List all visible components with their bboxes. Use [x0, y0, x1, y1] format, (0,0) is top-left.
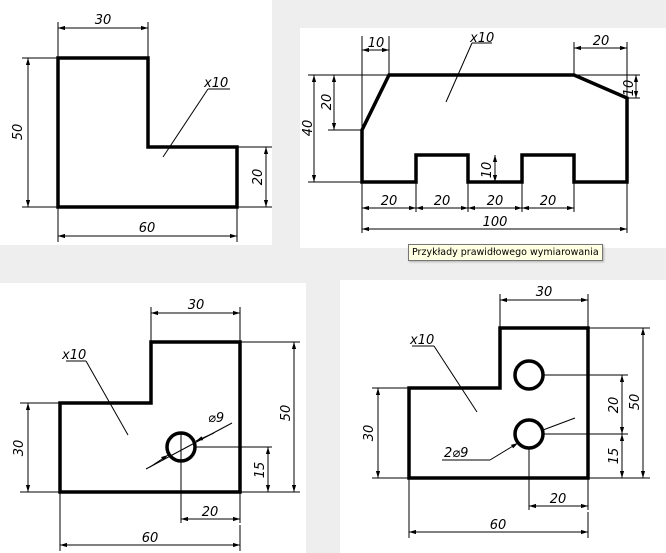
drawing-1: 30 50 20 60 x10 — [11, 13, 272, 242]
thickness-label: x10 — [203, 76, 228, 91]
dim-left-outer-label: 40 — [301, 120, 316, 137]
part-outline — [56, 56, 239, 209]
dim-right-inner-label: 15 — [253, 462, 268, 479]
dim-bottom-label: 60 — [139, 221, 156, 236]
dim-left-inner-label: 20 — [320, 94, 335, 111]
dim-total-label: 100 — [483, 215, 508, 230]
dim-bottom-label: 60 — [490, 518, 507, 533]
leader-arrow — [149, 454, 169, 468]
drawing-3: 30 30 50 15 20 60 ⌀9 x10 — [12, 298, 300, 551]
dim-top-right-label: 20 — [593, 34, 610, 49]
dim-hole-x-label: 20 — [202, 505, 219, 520]
dim-notch-depth-label: 10 — [480, 162, 495, 179]
dim-hole-x-label: 20 — [550, 492, 567, 507]
dim-right-label: 20 — [251, 169, 266, 186]
dim-top-label: 30 — [95, 13, 112, 28]
dim-left-label: 50 — [11, 124, 26, 141]
leader-line — [145, 422, 233, 470]
thickness-label: x10 — [61, 348, 86, 363]
leader-arrow — [195, 432, 215, 442]
part-outline — [58, 340, 242, 494]
dim-right-low-label: 15 — [607, 448, 622, 465]
leader-line — [162, 88, 209, 158]
drawing-2: 10 20 40 20 10 10 20 20 20 — [301, 31, 640, 233]
dim-right-outer-label: 50 — [279, 405, 294, 422]
dim-seg-label: 20 — [540, 194, 557, 209]
drawing-4-panel: 30 30 50 20 15 20 60 2⌀9 x10 — [340, 280, 666, 553]
leader-line — [445, 42, 473, 103]
hole-circle-lower — [513, 418, 545, 450]
leader-line — [542, 417, 576, 431]
drawing-1-panel: 30 50 20 60 x10 — [0, 0, 272, 245]
leader-line — [433, 345, 478, 413]
tooltip: Przykłady prawidłowego wymiarowania — [408, 244, 603, 261]
dim-seg-label: 20 — [434, 194, 451, 209]
part-outline — [360, 73, 629, 184]
drawing-4: 30 30 50 20 15 20 60 2⌀9 x10 — [362, 285, 650, 538]
dim-left-label: 30 — [12, 440, 27, 457]
leader-line — [85, 360, 129, 436]
thickness-label: x10 — [409, 333, 434, 348]
leader-arrow — [489, 442, 519, 461]
thickness-label: x10 — [469, 31, 494, 46]
dim-seg-label: 20 — [381, 194, 398, 209]
drawing-2-panel: 10 20 40 20 10 10 20 20 20 — [300, 28, 666, 248]
dim-right-mid-label: 20 — [607, 397, 622, 414]
dim-top-left-label: 10 — [368, 36, 385, 51]
dim-right-label: 10 — [622, 80, 637, 97]
drawing-3-panel: 30 30 50 15 20 60 ⌀9 x10 — [0, 283, 306, 553]
dim-seg-label: 20 — [487, 194, 504, 209]
holes-label: 2⌀9 — [444, 446, 468, 461]
hole-circle-upper — [513, 359, 545, 391]
dim-top-label: 30 — [536, 285, 553, 300]
part-outline — [407, 326, 590, 480]
dim-top-label: 30 — [188, 298, 205, 313]
dim-right-outer-label: 50 — [628, 394, 643, 411]
dim-bottom-label: 60 — [142, 531, 159, 546]
dim-left-label: 30 — [362, 425, 377, 442]
hole-label: ⌀9 — [208, 411, 224, 426]
